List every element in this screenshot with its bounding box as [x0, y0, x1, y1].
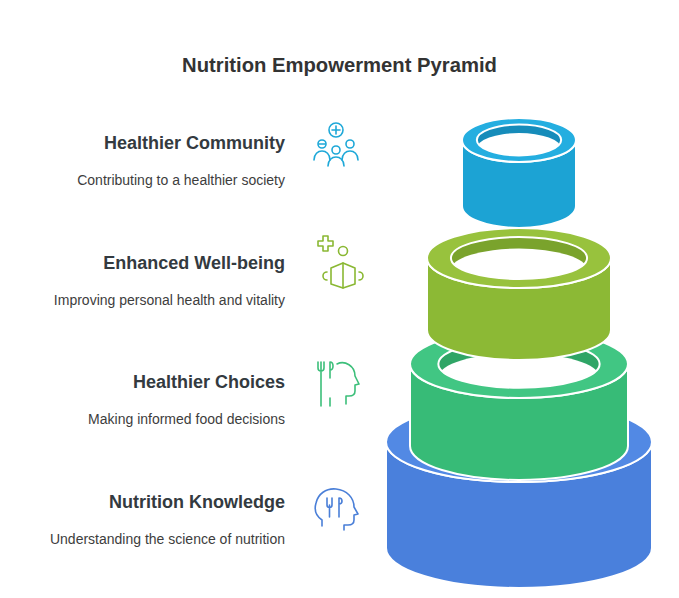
- level-heading: Healthier Community: [104, 133, 285, 154]
- level-heading: Healthier Choices: [133, 372, 285, 393]
- diagram-title: Nutrition Empowerment Pyramid: [0, 54, 679, 77]
- level-description: Contributing to a healthier society: [77, 172, 285, 188]
- level-description: Understanding the science of nutrition: [50, 531, 285, 547]
- level-heading: Nutrition Knowledge: [109, 492, 285, 513]
- wellbeing-icon: [318, 236, 363, 288]
- ring: [427, 228, 611, 360]
- level-description: Improving personal health and vitality: [54, 292, 285, 308]
- community-icon: [314, 123, 358, 166]
- knowledge-icon: [315, 489, 358, 530]
- level-description: Making informed food decisions: [88, 411, 285, 427]
- choices-icon: [318, 362, 359, 406]
- level-heading: Enhanced Well-being: [103, 253, 285, 274]
- ring-hole: [451, 249, 587, 291]
- ring: [462, 118, 576, 228]
- ring-hole: [477, 133, 561, 164]
- ring-stack: [386, 118, 652, 588]
